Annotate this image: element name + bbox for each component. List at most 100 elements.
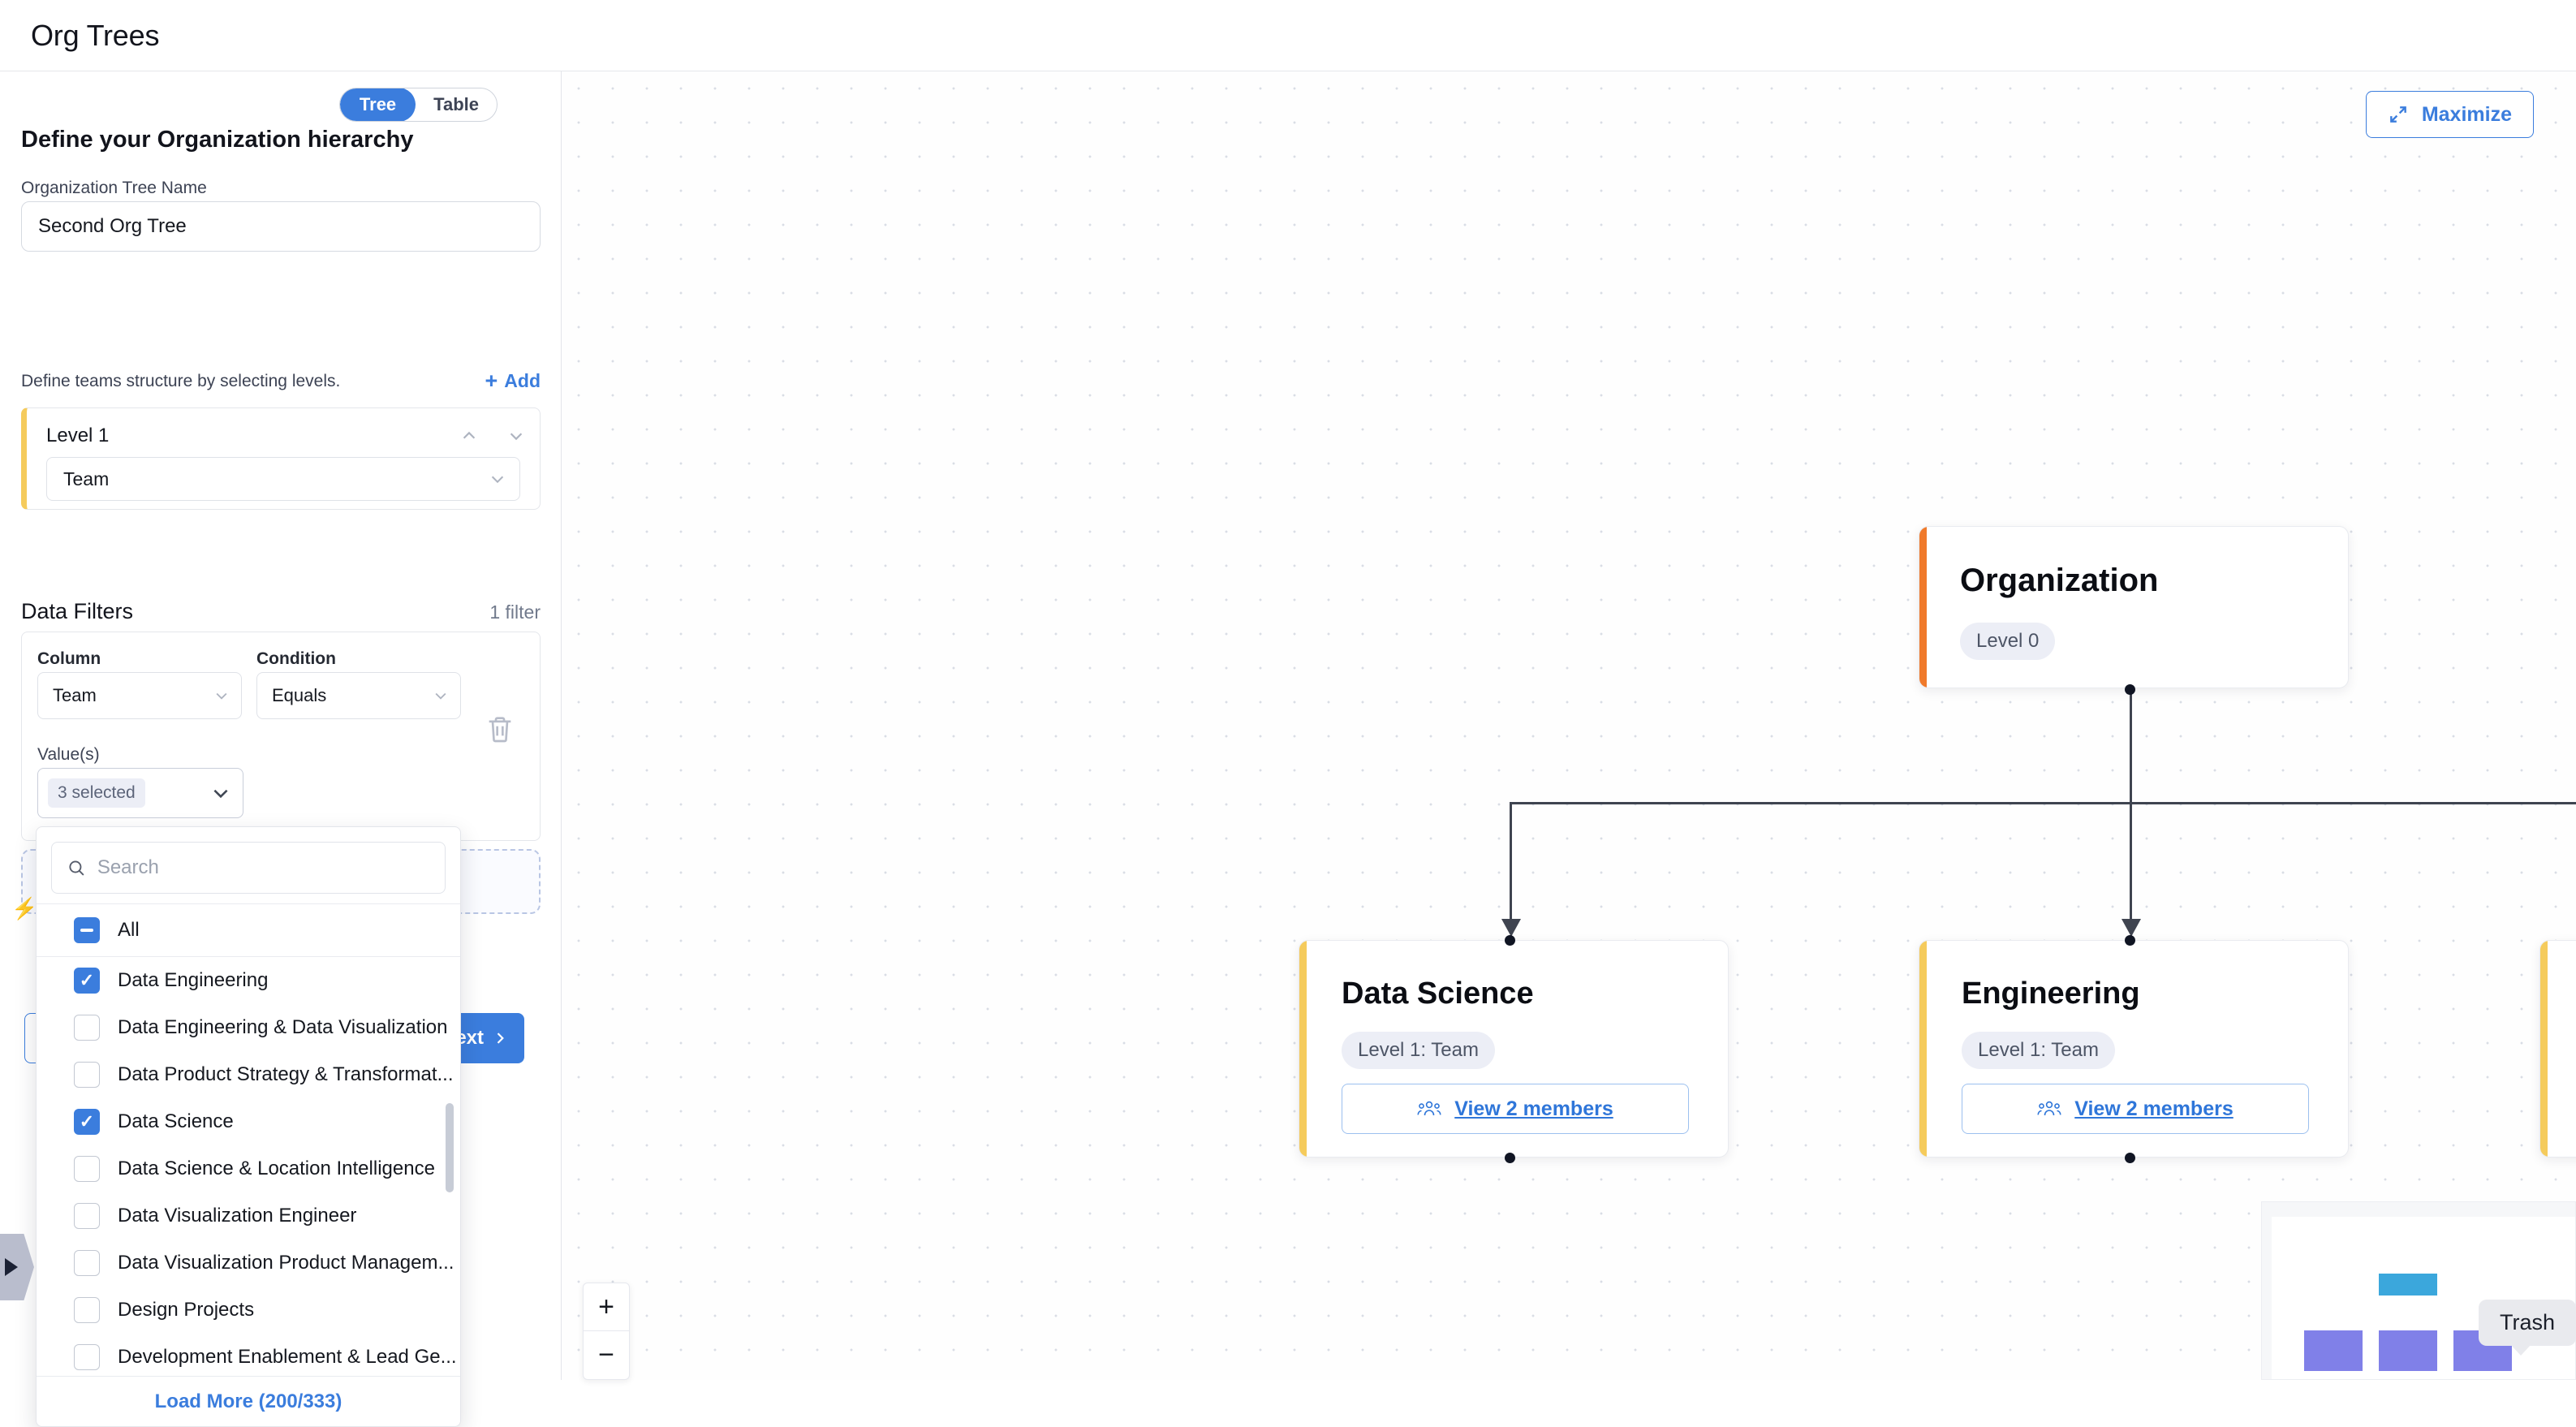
checkbox-all[interactable] bbox=[74, 917, 100, 943]
node-level-badge: Level 1: Team bbox=[1342, 1032, 1495, 1069]
levels-header: Define teams structure by selecting leve… bbox=[21, 370, 541, 392]
org-node-child-3[interactable]: Data Engineering Level 1: Team View 1 me… bbox=[2539, 940, 2576, 1158]
dropdown-select-all[interactable]: All bbox=[37, 904, 460, 956]
checkbox-option[interactable]: ✓ bbox=[74, 968, 100, 994]
levels-hint: Define teams structure by selecting leve… bbox=[21, 372, 340, 391]
chevron-down-icon bbox=[433, 688, 449, 704]
filter-condition-select[interactable]: Equals bbox=[256, 672, 461, 719]
tab-table[interactable]: Table bbox=[416, 88, 497, 122]
org-chart-canvas[interactable]: Maximize Organization Level 0 Data Scien… bbox=[562, 71, 2576, 1380]
search-input[interactable] bbox=[97, 856, 430, 879]
filter-column-label: Column bbox=[37, 649, 101, 669]
data-filters-title: Data Filters bbox=[21, 599, 133, 624]
level-type-select[interactable]: Team bbox=[46, 457, 520, 501]
filter-column-value: Team bbox=[53, 685, 97, 706]
checkbox-option[interactable] bbox=[74, 1156, 100, 1182]
minimap-node-child bbox=[2304, 1330, 2363, 1371]
level-card-header: Level 1 bbox=[46, 425, 525, 447]
add-level-label: Add bbox=[504, 370, 541, 392]
chevron-down-icon bbox=[210, 782, 231, 804]
node-accent-bar bbox=[1919, 527, 1927, 688]
trash-icon bbox=[484, 713, 516, 745]
zoom-controls[interactable]: + − bbox=[583, 1283, 630, 1380]
filter-column-select[interactable]: Team bbox=[37, 672, 242, 719]
minimap-node-child bbox=[2379, 1330, 2437, 1371]
edge-horizontal-bus bbox=[1510, 802, 2576, 804]
filter-condition-value: Equals bbox=[272, 685, 326, 706]
node-accent-bar bbox=[1299, 941, 1307, 1157]
dropdown-option-label: Data Visualization Product Managem... bbox=[118, 1252, 454, 1274]
add-level-button[interactable]: + Add bbox=[485, 370, 541, 392]
chevron-down-icon[interactable] bbox=[507, 427, 525, 445]
dropdown-option[interactable]: Data Visualization Product Managem... bbox=[37, 1239, 460, 1287]
dropdown-option-label: Design Projects bbox=[118, 1299, 254, 1321]
dropdown-option[interactable]: Data Visualization Engineer bbox=[37, 1192, 460, 1239]
top-bar: Org Trees bbox=[0, 0, 2576, 71]
sidebar-panel: Tree Table Define your Organization hier… bbox=[0, 71, 562, 1380]
tab-tree[interactable]: Tree bbox=[340, 88, 416, 122]
plus-icon: + bbox=[485, 370, 498, 392]
people-icon bbox=[1417, 1099, 1441, 1119]
dropdown-option[interactable]: Data Engineering & Data Visualization bbox=[37, 1004, 460, 1051]
checkbox-option[interactable] bbox=[74, 1297, 100, 1323]
maximize-icon bbox=[2388, 104, 2409, 125]
view-members-label: View 2 members bbox=[1454, 1097, 1613, 1121]
tree-name-input[interactable]: Second Org Tree bbox=[21, 201, 541, 252]
node-level-badge: Level 1: Team bbox=[1962, 1032, 2115, 1069]
edge-to-child-1 bbox=[1510, 802, 1512, 932]
org-node-root[interactable]: Organization Level 0 bbox=[1919, 526, 2349, 688]
checkbox-option[interactable]: ✓ bbox=[74, 1109, 100, 1135]
load-more-button[interactable]: Load More (200/333) bbox=[37, 1376, 460, 1426]
checkbox-option[interactable] bbox=[74, 1062, 100, 1088]
dropdown-option[interactable]: Data Science & Location Intelligence bbox=[37, 1145, 460, 1192]
view-toggle[interactable]: Tree Table bbox=[339, 88, 498, 122]
node-connector-dot bbox=[2125, 1153, 2135, 1163]
filter-values-select[interactable]: 3 selected bbox=[37, 768, 243, 818]
checkbox-option[interactable] bbox=[74, 1203, 100, 1229]
node-title: Organization bbox=[1960, 563, 2158, 599]
dropdown-option[interactable]: Development Enablement & Lead Ge... bbox=[37, 1334, 460, 1379]
filter-count-label: 1 filter bbox=[489, 601, 541, 623]
node-level-badge: Level 0 bbox=[1960, 623, 2055, 660]
dropdown-option[interactable]: ✓Data Science bbox=[37, 1098, 460, 1145]
filter-values-label: Value(s) bbox=[37, 745, 100, 765]
dropdown-option-label: Development Enablement & Lead Ge... bbox=[118, 1346, 457, 1369]
node-connector-dot bbox=[1505, 1153, 1515, 1163]
node-title: Engineering bbox=[1962, 976, 2140, 1011]
minimap-node-root bbox=[2379, 1274, 2437, 1296]
delete-filter-button[interactable] bbox=[484, 713, 516, 745]
org-node-child-2[interactable]: Engineering Level 1: Team View 2 members bbox=[1919, 940, 2349, 1158]
checkbox-option[interactable] bbox=[74, 1250, 100, 1276]
page-title: Org Trees bbox=[31, 19, 159, 53]
chevron-up-icon[interactable] bbox=[460, 427, 478, 445]
node-connector-dot bbox=[2125, 935, 2135, 946]
checkbox-option[interactable] bbox=[74, 1344, 100, 1370]
checkbox-option[interactable] bbox=[74, 1015, 100, 1041]
node-connector-dot bbox=[1505, 935, 1515, 946]
node-title: Data Science bbox=[1342, 976, 1534, 1011]
trash-tooltip: Trash bbox=[2479, 1300, 2576, 1346]
data-filters-header: Data Filters 1 filter bbox=[21, 599, 541, 624]
dropdown-option-label: Data Product Strategy & Transformat... bbox=[118, 1063, 454, 1086]
maximize-label: Maximize bbox=[2422, 103, 2512, 127]
level-type-value: Team bbox=[63, 468, 109, 490]
view-members-button[interactable]: View 2 members bbox=[1962, 1084, 2309, 1134]
dropdown-search[interactable] bbox=[51, 842, 446, 894]
edge-to-child-2 bbox=[2130, 802, 2132, 932]
dropdown-option[interactable]: Data Product Strategy & Transformat... bbox=[37, 1051, 460, 1098]
zoom-in-button[interactable]: + bbox=[584, 1283, 629, 1331]
org-node-child-1[interactable]: Data Science Level 1: Team View 2 member… bbox=[1299, 940, 1729, 1158]
chevron-right-icon bbox=[492, 1030, 508, 1046]
level-card: Level 1 Team bbox=[21, 407, 541, 510]
zoom-out-button[interactable]: − bbox=[584, 1331, 629, 1379]
sparkle-icon: ⚡ bbox=[11, 896, 37, 921]
dropdown-option[interactable]: Design Projects bbox=[37, 1287, 460, 1334]
dropdown-scrollbar[interactable] bbox=[446, 1103, 454, 1192]
view-members-button[interactable]: View 2 members bbox=[1342, 1084, 1689, 1134]
dropdown-option-label: Data Science & Location Intelligence bbox=[118, 1158, 435, 1180]
maximize-button[interactable]: Maximize bbox=[2366, 91, 2534, 138]
selected-count-chip: 3 selected bbox=[48, 778, 145, 808]
dropdown-option[interactable]: ✓Data Engineering bbox=[37, 957, 460, 1004]
